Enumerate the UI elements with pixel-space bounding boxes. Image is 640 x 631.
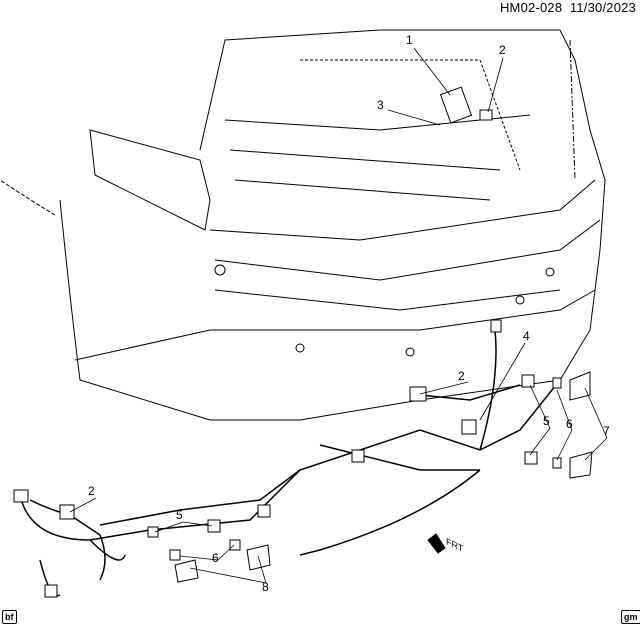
callout-1: 1 bbox=[406, 33, 413, 47]
frt-arrow-icon bbox=[427, 533, 446, 554]
callout-6: 6 bbox=[212, 551, 219, 565]
gm-logo: gm bbox=[621, 610, 640, 624]
diagram-header: HM02-028 11/30/2023 bbox=[500, 0, 636, 15]
connectors bbox=[13, 86, 593, 598]
callout-2: 2 bbox=[458, 369, 465, 383]
callout-7: 7 bbox=[603, 424, 610, 438]
leader-lines bbox=[69, 47, 608, 584]
callout-2: 2 bbox=[499, 43, 506, 57]
callout-5: 5 bbox=[543, 414, 550, 428]
callout-4: 4 bbox=[523, 329, 530, 343]
harness-wires bbox=[19, 329, 561, 597]
diagram-code: HM02-028 bbox=[499, 0, 563, 15]
callout-6: 6 bbox=[566, 417, 573, 431]
bf-badge: bf bbox=[2, 610, 17, 624]
callout-3: 3 bbox=[377, 98, 384, 112]
diagram-date: 11/30/2023 bbox=[569, 0, 636, 15]
vehicle-body-outline bbox=[0, 29, 606, 421]
callout-5: 5 bbox=[176, 508, 183, 522]
callout-2: 2 bbox=[88, 484, 95, 498]
callout-8: 8 bbox=[262, 580, 269, 594]
